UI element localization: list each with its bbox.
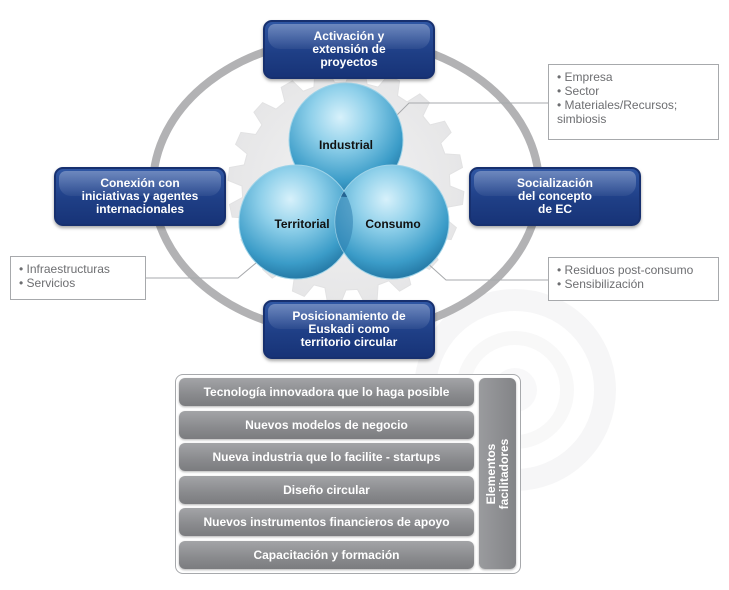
activation-label: Activación y extensión de proyectos	[312, 29, 386, 69]
territorial-connector	[146, 257, 263, 279]
enabler-item: Diseño circular	[179, 476, 474, 504]
positioning-label: Posicionamiento de Euskadi como territor…	[292, 309, 406, 349]
consumo-notes: Residuos post-consumo Sensibilización	[548, 257, 719, 301]
enabler-item: Nuevos instrumentos financieros de apoyo	[179, 508, 474, 536]
industrial-notes: Empresa Sector Materiales/Recursos; simb…	[548, 64, 719, 140]
territorial-notes: Infraestructuras Servicios	[10, 256, 146, 300]
enabler-item: Nuevos modelos de negocio	[179, 411, 474, 439]
note-item: Sensibilización	[557, 277, 710, 291]
enabler-item: Tecnología innovadora que lo haga posibl…	[179, 378, 474, 406]
enabler-item: Nueva industria que lo facilite - startu…	[179, 443, 474, 471]
note-item: Empresa	[557, 70, 710, 84]
positioning-box: Posicionamiento de Euskadi como territor…	[263, 300, 435, 359]
note-item: Infraestructuras	[19, 262, 137, 276]
socialization-box: Socialización del concepto de EC	[469, 167, 641, 226]
connection-label: Conexión con iniciativas y agentes inter…	[81, 176, 199, 216]
enablers-side-bar: Elementos facilitadores	[479, 378, 516, 569]
enabler-item: Capacitación y formación	[179, 541, 474, 569]
socialization-label: Socialización del concepto de EC	[516, 176, 594, 216]
connection-box: Conexión con iniciativas y agentes inter…	[54, 167, 226, 226]
note-item: Residuos post-consumo	[557, 263, 710, 277]
territorial-label: Territorial	[274, 217, 330, 231]
consumo-label: Consumo	[365, 217, 421, 231]
note-item: Materiales/Recursos; simbiosis	[557, 98, 710, 126]
consumo-connector	[425, 261, 548, 281]
note-item: Sector	[557, 84, 710, 98]
note-item: Servicios	[19, 276, 137, 290]
enablers-panel	[175, 374, 521, 574]
industrial-label: Industrial	[318, 138, 373, 152]
activation-box: Activación y extensión de proyectos	[263, 20, 435, 79]
enablers-side-label: Elementos facilitadores	[483, 438, 511, 509]
